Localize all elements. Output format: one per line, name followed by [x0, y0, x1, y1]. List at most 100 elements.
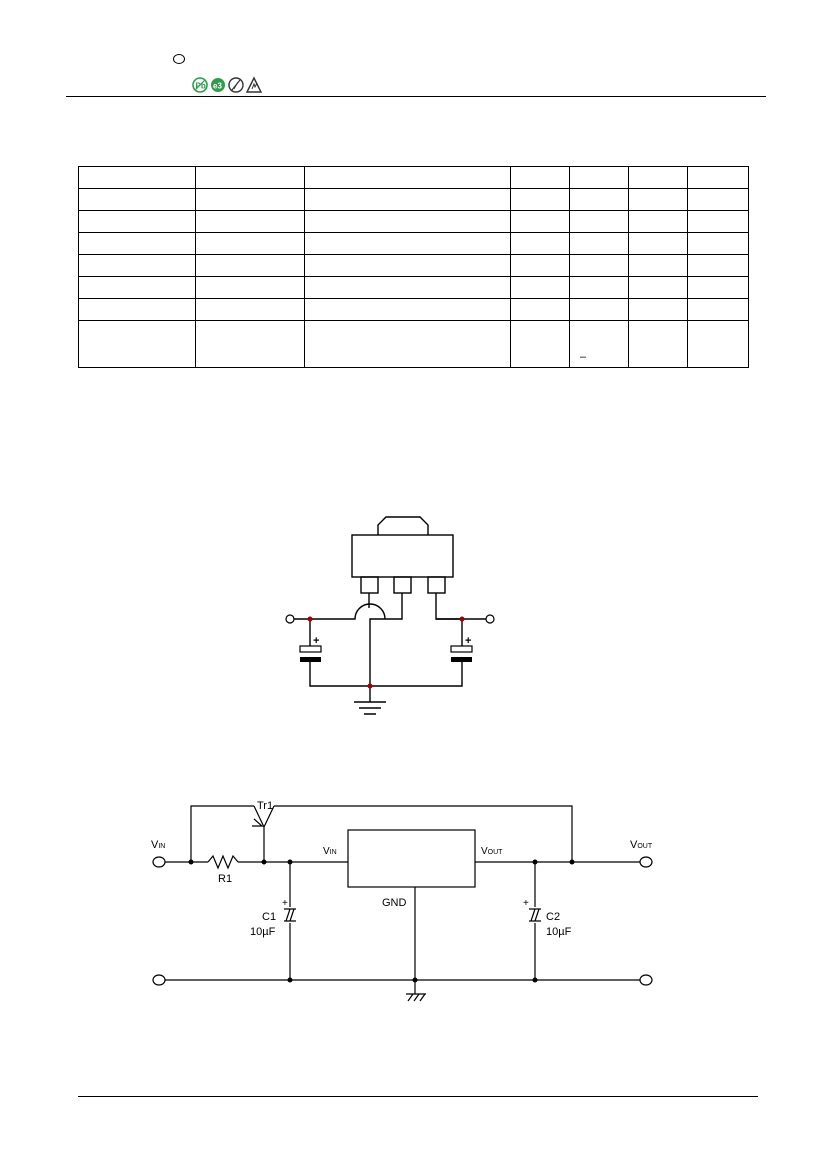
junction-dot [532, 977, 538, 983]
tr1-label: Tr1 [257, 800, 273, 812]
table-cell [78, 298, 196, 321]
c2-value: 10µF [546, 926, 572, 938]
package-body [351, 534, 454, 578]
gnd-label: GND [382, 897, 407, 909]
junction-nodes [307, 616, 465, 689]
table-cell [304, 210, 511, 233]
junction-nodes [188, 859, 575, 983]
pb-free-icon: Pb [192, 77, 208, 93]
table-cell [569, 298, 629, 321]
junction-dot [307, 616, 313, 622]
table-cell [569, 166, 629, 189]
table-cell [510, 210, 570, 233]
table-row [78, 254, 749, 277]
table-cell [569, 232, 629, 255]
r1-label: R1 [218, 873, 232, 885]
table-cell [569, 188, 629, 211]
output-cap-polarity: + [465, 635, 471, 647]
gnd-in-terminal [152, 974, 166, 986]
table-cell [195, 166, 305, 189]
vin-label: VIN [151, 839, 165, 851]
table-cell [628, 298, 688, 321]
table-cell [304, 232, 511, 255]
table-cell [510, 166, 570, 189]
table-cell [687, 320, 749, 368]
c1-capacitor [284, 908, 296, 922]
table-cell [304, 166, 511, 189]
table-cell [195, 276, 305, 299]
input-capacitor [299, 645, 322, 653]
footer-rule [78, 1096, 758, 1097]
input-cap-polarity: + [313, 635, 319, 647]
output-terminal [485, 614, 495, 624]
table-cell [195, 320, 305, 368]
vin-terminal [152, 856, 166, 868]
regulator-ic [347, 829, 476, 888]
table-row [78, 232, 749, 255]
ic-vout-label: VOUT [481, 846, 503, 857]
table-cell [78, 188, 196, 211]
e3-icon: e3 [211, 78, 225, 92]
table-cell [510, 320, 570, 368]
rohs-icon [228, 77, 244, 93]
table-cell [510, 188, 570, 211]
svg-text:e3: e3 [213, 82, 222, 91]
c2-plus: + [523, 898, 529, 909]
table-cell [195, 232, 305, 255]
table-cell [510, 298, 570, 321]
table-cell [628, 276, 688, 299]
junction-dot [287, 859, 293, 865]
table-cell [510, 232, 570, 255]
table-cell [687, 254, 749, 277]
table-cell [628, 254, 688, 277]
table-cell [628, 166, 688, 189]
junction-dot [569, 859, 575, 865]
c1-plus: + [282, 898, 288, 909]
c1-label: C1 [262, 911, 276, 923]
table-cell [628, 188, 688, 211]
table-cell [78, 166, 196, 189]
table-cell [195, 188, 305, 211]
pin-2 [393, 576, 412, 594]
table-cell [195, 254, 305, 277]
table-cell [628, 320, 688, 368]
r1-resistor [207, 854, 239, 870]
table-cell [510, 276, 570, 299]
package-tab [377, 516, 429, 535]
vout-label: VOUT [630, 839, 653, 851]
table-cell: – [569, 320, 629, 368]
compliance-badges: Pb e3 [192, 76, 264, 94]
table-cell [687, 298, 749, 321]
table-cell [687, 210, 749, 233]
table-row [78, 276, 749, 299]
table-cell [687, 276, 749, 299]
header-circle-icon [173, 54, 185, 64]
table-cell [569, 254, 629, 277]
junction-dot [261, 859, 267, 865]
table-cell [195, 210, 305, 233]
tr1-transistor [253, 805, 275, 862]
table-cell [304, 254, 511, 277]
table-cell [195, 298, 305, 321]
esd-icon [245, 76, 263, 93]
svg-text:Pb: Pb [196, 82, 206, 91]
application-circuit: + + [285, 516, 495, 715]
table-cell [78, 254, 196, 277]
ic-vin-label: VIN [323, 846, 337, 857]
table-cell [78, 320, 196, 368]
table-row [78, 166, 749, 189]
gnd-out-terminal [639, 974, 653, 986]
table-cell [78, 276, 196, 299]
c1-value: 10µF [250, 926, 276, 938]
table-cell [628, 210, 688, 233]
input-terminal [285, 614, 295, 624]
table-row [78, 210, 749, 233]
table-row: – [78, 320, 749, 368]
table-cell [78, 210, 196, 233]
table-cell [78, 232, 196, 255]
table-cell [687, 188, 749, 211]
pin-1 [360, 576, 379, 594]
output-capacitor [450, 645, 473, 653]
junction-dot [459, 616, 465, 622]
table-cell [510, 254, 570, 277]
